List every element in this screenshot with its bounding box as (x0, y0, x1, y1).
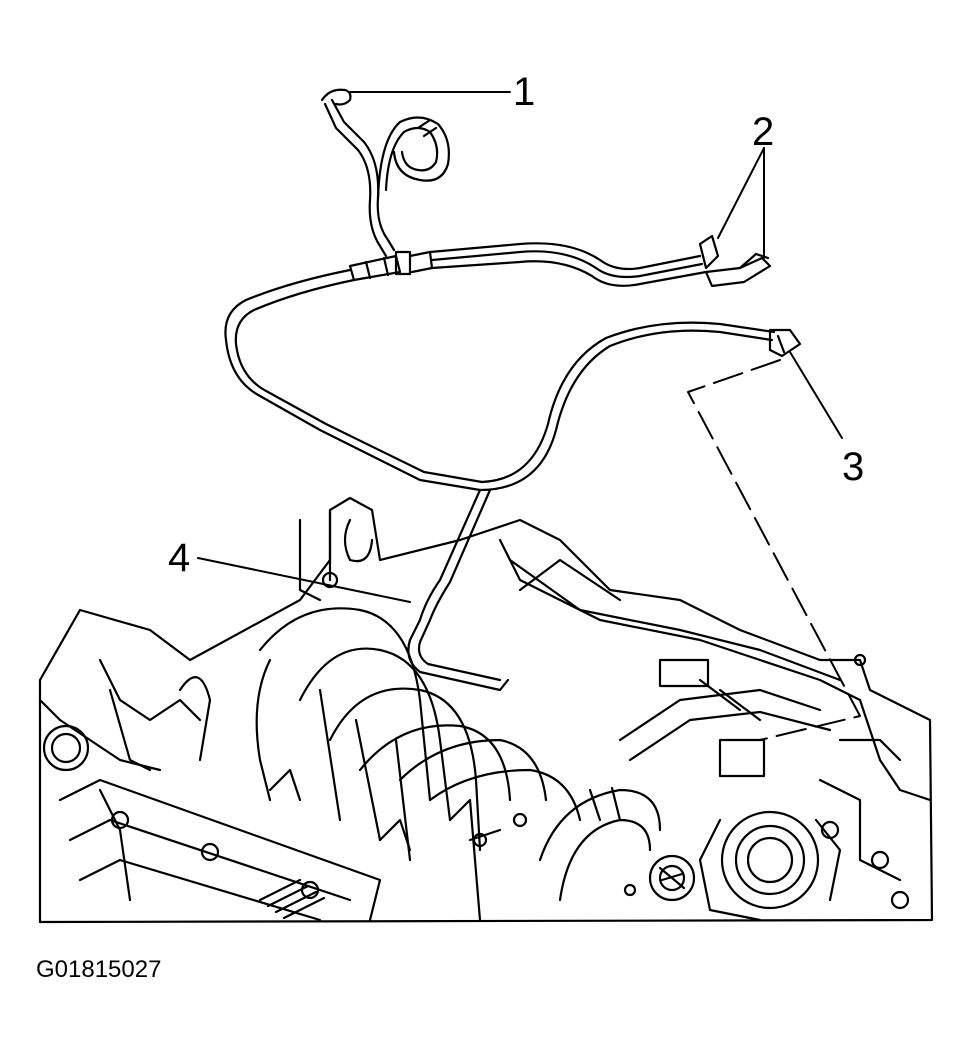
callout-label-3: 3 (842, 445, 865, 489)
engine-assembly (38, 496, 934, 924)
leader-line-4 (197, 557, 411, 603)
leader-line-3 (789, 351, 843, 439)
figure-id: G01815027 (36, 956, 162, 983)
callout-label-4: 4 (168, 536, 191, 580)
throttle-body (648, 810, 842, 922)
vacuum-hose-assembly (224, 88, 802, 692)
leader-lines (197, 91, 861, 741)
callout-label-2: 2 (752, 110, 775, 154)
leader-line-2a (717, 147, 765, 239)
callout-label-1: 1 (513, 70, 536, 114)
alignment-dashed-line (687, 359, 861, 741)
